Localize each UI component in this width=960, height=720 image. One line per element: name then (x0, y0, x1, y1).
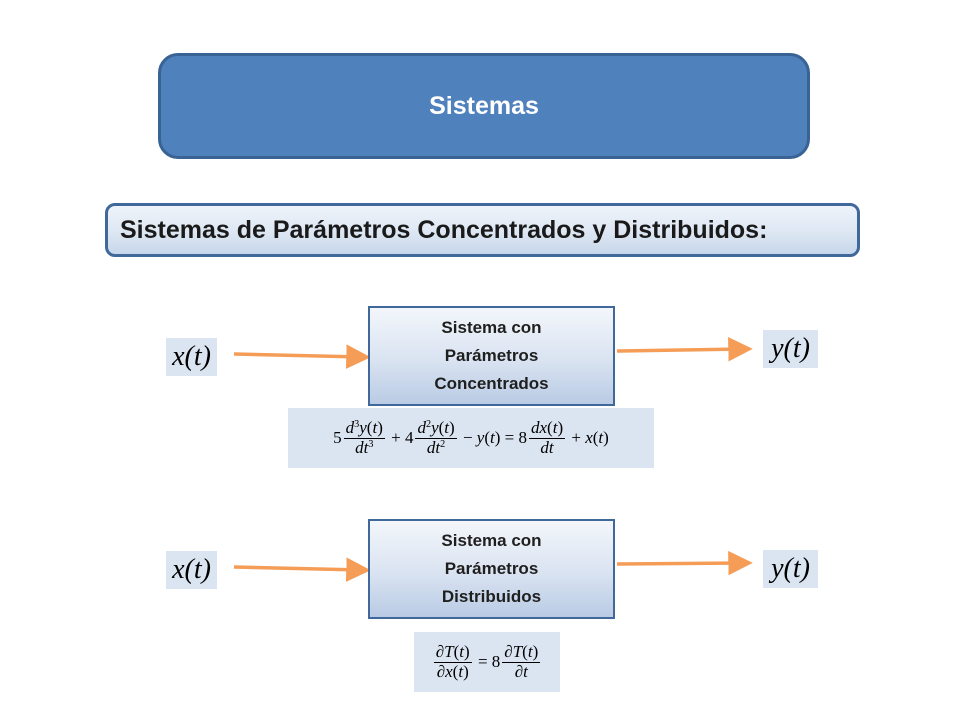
output-signal-1-text: y(t) (771, 333, 810, 364)
system-box-distributed: Sistema con Parámetros Distribuidos (368, 519, 615, 619)
output-signal-1: y(t) (763, 330, 818, 368)
input-arrow-2 (233, 557, 371, 582)
output-signal-2-text: y(t) (771, 553, 810, 584)
input-signal-2-text: x(t) (172, 554, 211, 585)
input-signal-2: x(t) (166, 551, 217, 589)
system-2-line-2: Parámetros (444, 559, 539, 578)
output-arrow-2 (616, 550, 753, 576)
system-1-line-1: Sistema con (441, 318, 542, 337)
slide-subtitle: Sistemas de Parámetros Concentrados y Di… (105, 203, 860, 257)
input-signal-1-text: x(t) (172, 341, 211, 372)
system-2-line-1: Sistema con (441, 531, 542, 550)
output-arrow-1 (616, 336, 753, 362)
output-signal-2: y(t) (763, 550, 818, 588)
system-1-line-3: Concentrados (434, 374, 549, 393)
system-1-line-2: Parámetros (444, 346, 539, 365)
pde-equation: ∂T(t)∂x(t) = 8 ∂T(t)∂t (414, 632, 560, 692)
slide-title: Sistemas (158, 53, 810, 159)
input-arrow-1 (233, 344, 371, 369)
system-2-line-3: Distribuidos (441, 587, 542, 606)
system-box-concentrated: Sistema con Parámetros Concentrados (368, 306, 615, 406)
ode-equation: 5 d3y(t)dt3 + 4 d2y(t)dt2 − y(t) = 8 dx(… (288, 408, 654, 468)
input-signal-1: x(t) (166, 338, 217, 376)
